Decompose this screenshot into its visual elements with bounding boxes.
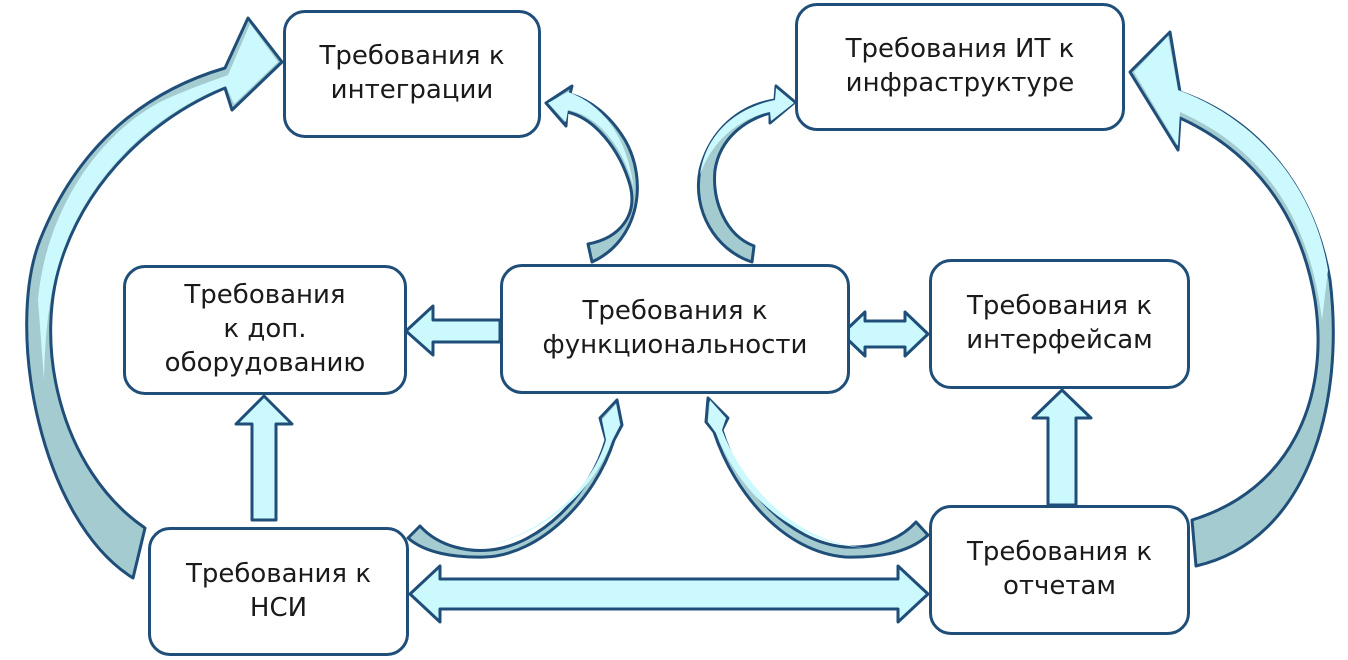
node-functionality-label: Требования к функциональности (542, 296, 808, 360)
curved-arrow-functionality-to-integration-face (548, 92, 634, 190)
curved-arrow-nsi-to-integration-face (38, 24, 278, 380)
node-integration-label: Требования к интеграции (319, 41, 505, 105)
node-reports: Требования к отчетам (929, 505, 1190, 635)
node-interfaces: Требования к интерфейсам (929, 259, 1190, 389)
curved-arrow-reports-to-functionality (704, 396, 930, 559)
node-interfaces-label: Требования к интерфейсам (966, 291, 1153, 355)
arrow-reports-to-interfaces (1031, 388, 1093, 507)
node-nsi-label: Требования к НСИ (185, 558, 372, 623)
arrow-nsi-to-equipment (234, 394, 294, 522)
curved-arrow-reports-to-it-infra-face (1134, 36, 1328, 320)
arrow-functionality-to-equipment (404, 304, 502, 357)
node-reports-label: Требования к отчетам (966, 537, 1153, 601)
curved-arrow-nsi-to-functionality (406, 398, 624, 559)
node-equipment: Требования к доп. оборудованию (123, 265, 407, 395)
curved-arrow-reports-to-functionality-face (708, 400, 870, 548)
curved-arrow-functionality-to-it-infra-face (700, 88, 794, 175)
node-integration: Требования к интеграции (283, 10, 541, 138)
curved-arrow-nsi-to-integration (25, 16, 284, 580)
node-functionality: Требования к функциональности (500, 264, 850, 394)
curved-arrow-nsi-to-functionality-face (460, 404, 620, 550)
double-arrow-functionality-interfaces (840, 310, 930, 358)
node-nsi: Требования к НСИ (148, 527, 409, 656)
node-it-infrastructure-label: Требования ИТ к инфраструктуре (845, 34, 1075, 98)
node-equipment-label: Требования к доп. оборудованию (164, 280, 366, 378)
double-arrow-nsi-reports (408, 564, 930, 624)
node-it-infrastructure: Требования ИТ к инфраструктуре (795, 3, 1125, 131)
